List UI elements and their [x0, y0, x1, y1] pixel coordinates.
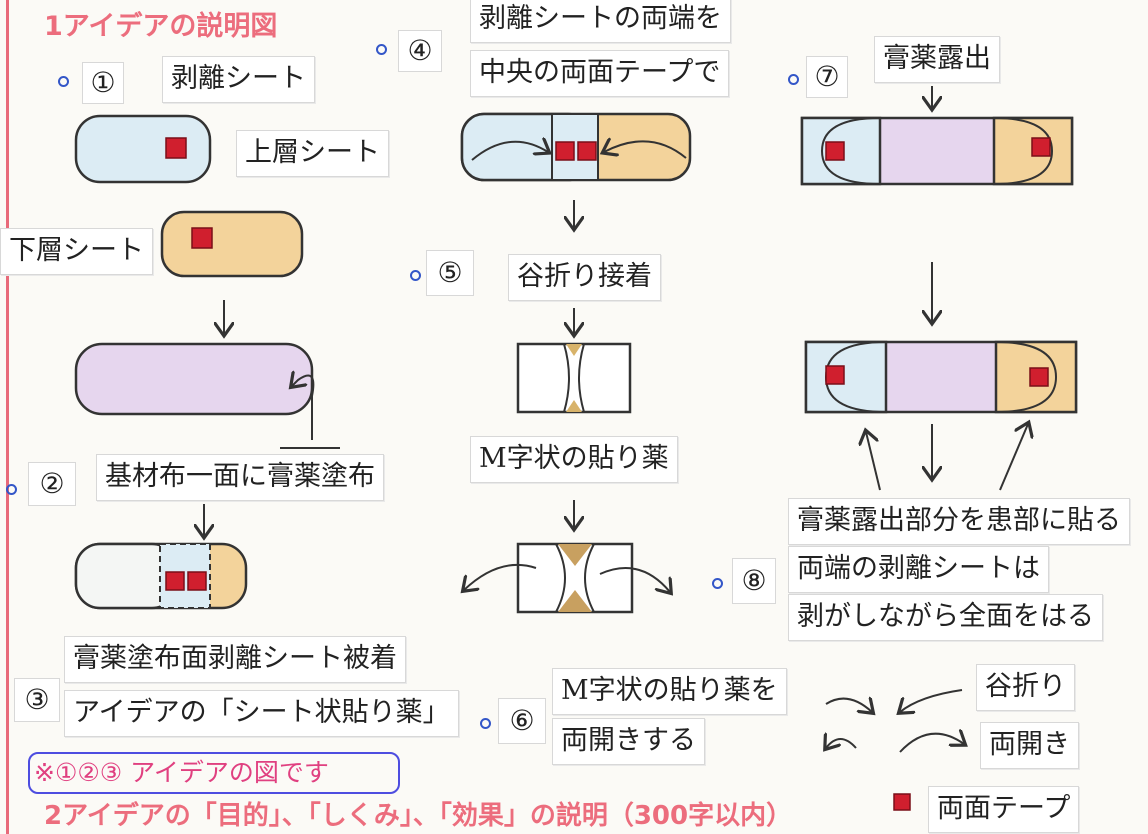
- label-step8-line2: 両端の剥離シートは: [788, 546, 1049, 593]
- step4-patch-shape: [460, 112, 692, 182]
- heading-idea-purpose: 2アイデアの「目的」、「しくみ」、「効果」の説明（300字以内）: [44, 801, 793, 831]
- lower-sheet-shape: [160, 210, 304, 278]
- label-valley-fold-bond: 谷折り接着: [508, 254, 661, 301]
- label-step3-line1: 膏薬塗布面剥離シート被着: [64, 636, 406, 683]
- step-6-marker: [480, 718, 491, 729]
- legend-arrow-curve-4: [899, 734, 964, 753]
- valley-fold-shape: [516, 342, 632, 414]
- label-step3-line2: アイデアの「シート状貼り薬」: [64, 690, 459, 737]
- legend-arrow-curve-3: [826, 739, 857, 748]
- label-ointment-apply: 基材布一面に膏薬塗布: [96, 454, 384, 501]
- step-2-marker: [6, 484, 17, 495]
- legend-arrow-curve-1: [825, 699, 872, 712]
- base-cloth-shape: [74, 342, 314, 416]
- label-ointment-exposed: 膏薬露出: [874, 36, 1000, 83]
- label-m-patch: M字状の貼り薬: [470, 436, 678, 483]
- legend-double-open: 両開き: [980, 722, 1079, 769]
- step-4-number: ④: [398, 30, 442, 72]
- tape-upper-sheet: [165, 137, 187, 159]
- step-1-number: ①: [82, 62, 124, 104]
- label-step6-line1: M字状の貼り薬を: [552, 668, 787, 715]
- label-step4-line2: 中央の両面テープで: [470, 50, 730, 97]
- legend-valley-fold: 谷折り: [976, 664, 1075, 711]
- step-5-marker: [410, 270, 421, 281]
- label-step8-line1: 膏薬露出部分を患部に貼る: [788, 498, 1130, 545]
- label-release-sheet: 剥離シート: [162, 56, 315, 103]
- step-7-marker: [788, 74, 799, 85]
- label-step6-line2: 両開きする: [552, 718, 705, 765]
- label-step4-line1: 剥離シートの両端を: [470, 0, 731, 43]
- step-2-number: ②: [28, 462, 76, 506]
- step-1-marker: [58, 76, 69, 87]
- legend-double-tape: 両面テープ: [928, 786, 1080, 833]
- step-8-marker: [712, 578, 723, 589]
- tape-lower-sheet: [191, 227, 213, 249]
- legend-arrow-curve-2: [900, 689, 963, 712]
- label-lower-sheet: 下層シート: [0, 228, 153, 275]
- step7-patch-shape: [800, 116, 1074, 186]
- upper-sheet-shape: [74, 114, 212, 184]
- assembled-patch-shape: [74, 542, 248, 610]
- legend-tape-swatch: [893, 793, 911, 811]
- step8-patch-shape: [804, 340, 1078, 414]
- step-3-number: ③: [14, 678, 60, 722]
- step-7-number: ⑦: [806, 56, 848, 98]
- step-6-number: ⑥: [498, 698, 546, 744]
- step-4-marker: [376, 44, 387, 55]
- label-step8-line3: 剥がしながら全面をはる: [788, 594, 1103, 641]
- step-5-number: ⑤: [426, 250, 474, 296]
- m-patch-shape: [464, 542, 670, 614]
- label-upper-sheet: 上層シート: [236, 130, 389, 177]
- step-8-number: ⑧: [732, 558, 776, 604]
- note-idea-figure: ※①②③ アイデアの図です: [28, 752, 400, 794]
- heading-idea-diagram: 1アイデアの説明図: [44, 11, 278, 42]
- margin-line: [6, 0, 9, 834]
